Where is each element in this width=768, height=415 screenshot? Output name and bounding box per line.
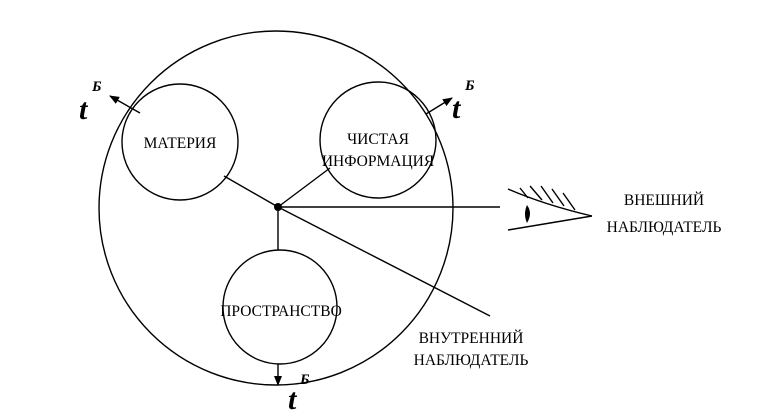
time-label-pure-information: t Б: [452, 78, 475, 125]
time-symbol: t: [288, 383, 298, 415]
time-label-matter: t Б: [79, 79, 102, 126]
time-symbol: t: [452, 92, 462, 125]
space-label: ПРОСТРАНСТВО: [220, 303, 342, 320]
time-label-space: t Б: [288, 372, 310, 415]
space-circle: [222, 249, 338, 365]
center-point: [274, 203, 282, 211]
pure-information-label-line2: ИНФОРМАЦИЯ: [322, 153, 434, 170]
pure-information-circle: [319, 81, 437, 199]
eye-icon: [507, 185, 593, 231]
time-superscript: Б: [299, 372, 310, 388]
external-observer-label-line2: НАБЛЮДАТЕЛЬ: [607, 219, 722, 236]
connector-matter: [223, 175, 279, 208]
pure-information-label-line1: ЧИСТАЯ: [347, 131, 409, 148]
external-observer-label-line1: ВНЕШНИЙ: [624, 192, 704, 209]
time-superscript: Б: [464, 78, 475, 94]
internal-observer-label-line2: НАБЛЮДАТЕЛЬ: [414, 352, 529, 369]
internal-observer-label-line1: ВНУТРЕННИЙ: [419, 330, 524, 347]
matter-label: МАТЕРИЯ: [144, 135, 217, 152]
internal-observer-line: [277, 206, 491, 317]
connector-pure-information: [277, 167, 331, 208]
time-arrow-matter: [109, 95, 141, 114]
time-arrow-pure-information: [425, 97, 453, 115]
matter-circle: [121, 83, 239, 201]
time-superscript: Б: [91, 79, 102, 95]
time-symbol: t: [79, 93, 89, 126]
